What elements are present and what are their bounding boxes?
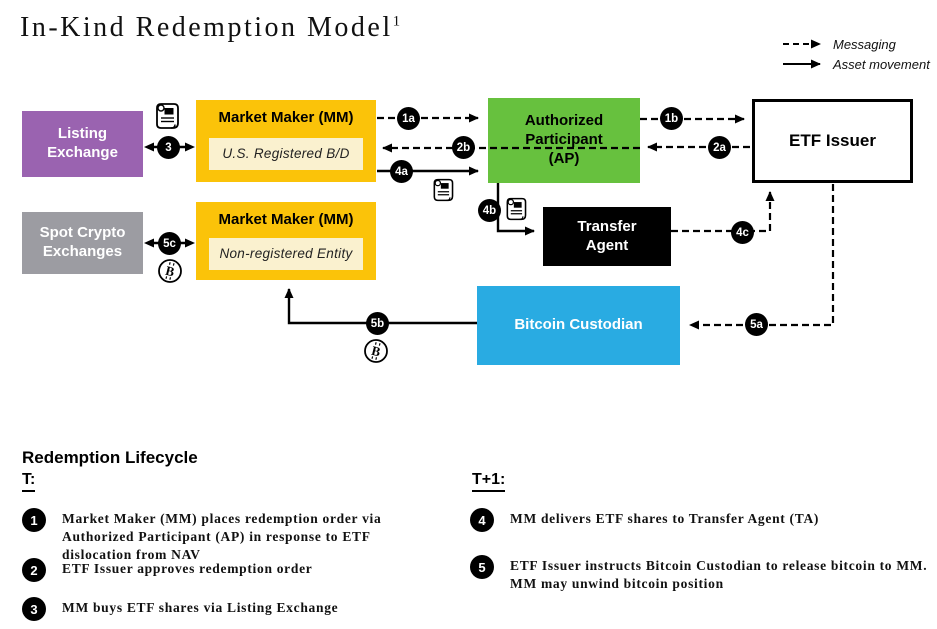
certificate-scroll-icon: [504, 196, 528, 222]
svg-text:B: B: [164, 263, 176, 280]
lifecycle-step-number: 3: [22, 597, 46, 621]
lifecycle-heading: Redemption Lifecycle: [22, 448, 198, 467]
lifecycle-column-t1-label: T+1:: [472, 471, 506, 492]
bitcoin-custodian-label: Bitcoin Custodian: [514, 316, 643, 334]
footnote-marker: 1: [392, 13, 401, 30]
step-badge-1b: 1b: [660, 107, 683, 130]
lifecycle-item-3: 3 MM buys ETF shares via Listing Exchang…: [22, 597, 442, 621]
lifecycle-step-text: MM delivers ETF shares to Transfer Agent…: [510, 511, 820, 526]
lifecycle-step-number: 4: [470, 508, 494, 532]
lifecycle-column-t-label: T:: [22, 471, 36, 492]
bitcoin-icon: B: [158, 259, 182, 283]
lifecycle-step-number: 1: [22, 508, 46, 532]
lifecycle-item-4: 4 MM delivers ETF shares to Transfer Age…: [470, 508, 930, 532]
lifecycle-step-text: MM buys ETF shares via Listing Exchange: [62, 600, 339, 615]
page-title: In-Kind Redemption Model1: [20, 12, 401, 43]
step-badge-3: 3: [157, 136, 180, 159]
market-maker-nonregistered-box: Market Maker (MM) Non-registered Entity: [196, 202, 376, 280]
transfer-agent-box: Transfer Agent: [543, 207, 671, 266]
certificate-scroll-icon: [153, 101, 181, 131]
lifecycle-step-text: ETF Issuer approves redemption order: [62, 561, 313, 576]
market-maker-nonregistered-label: Market Maker (MM): [218, 211, 354, 228]
lifecycle-item-1: 1 Market Maker (MM) places redemption or…: [22, 508, 442, 563]
listing-exchange-box: Listing Exchange: [22, 111, 143, 177]
market-maker-registered-sublabel: U.S. Registered B/D: [209, 138, 363, 170]
market-maker-nonregistered-sublabel: Non-registered Entity: [209, 238, 363, 270]
legend-messaging-label: Messaging: [833, 37, 896, 52]
spot-crypto-exchanges-label: Spot Crypto Exchanges: [39, 224, 126, 260]
step-badge-5a: 5a: [745, 313, 768, 336]
svg-text:B: B: [370, 343, 382, 360]
arrow-4c-ta-to-etf: [671, 191, 775, 233]
lifecycle-step-text: ETF Issuer instructs Bitcoin Custodian t…: [510, 558, 928, 591]
etf-issuer-box: ETF Issuer: [752, 99, 913, 183]
lifecycle-step-number: 5: [470, 555, 494, 579]
step-badge-5b: 5b: [366, 312, 389, 335]
step-badge-5c: 5c: [158, 232, 181, 255]
market-maker-registered-label: Market Maker (MM): [218, 109, 354, 126]
step-badge-4b: 4b: [478, 199, 501, 222]
lifecycle-step-text: Market Maker (MM) places redemption orde…: [62, 511, 382, 562]
certificate-scroll-icon: [431, 177, 455, 203]
lifecycle-item-2: 2 ETF Issuer approves redemption order: [22, 558, 442, 582]
bitcoin-custodian-box: Bitcoin Custodian: [477, 286, 680, 365]
listing-exchange-label: Listing Exchange: [47, 125, 118, 161]
market-maker-registered-box: Market Maker (MM) U.S. Registered B/D: [196, 100, 376, 182]
step-badge-2b: 2b: [452, 136, 475, 159]
step-badge-4a: 4a: [390, 160, 413, 183]
lifecycle-step-number: 2: [22, 558, 46, 582]
bitcoin-icon: B: [364, 339, 388, 363]
step-badge-1a: 1a: [397, 107, 420, 130]
spot-crypto-exchanges-box: Spot Crypto Exchanges: [22, 212, 143, 274]
arrow-5a-etf-to-custodian: [689, 184, 835, 330]
step-badge-4c: 4c: [731, 221, 754, 244]
etf-issuer-label: ETF Issuer: [789, 131, 876, 151]
legend-asset-movement-label: Asset movement: [833, 57, 930, 72]
authorized-participant-box: Authorized Participant (AP): [488, 98, 640, 183]
lifecycle-item-5: 5 ETF Issuer instructs Bitcoin Custodian…: [470, 555, 930, 593]
authorized-participant-label: Authorized Participant (AP): [524, 112, 604, 167]
transfer-agent-label: Transfer Agent: [577, 217, 637, 254]
step-badge-2a: 2a: [708, 136, 731, 159]
